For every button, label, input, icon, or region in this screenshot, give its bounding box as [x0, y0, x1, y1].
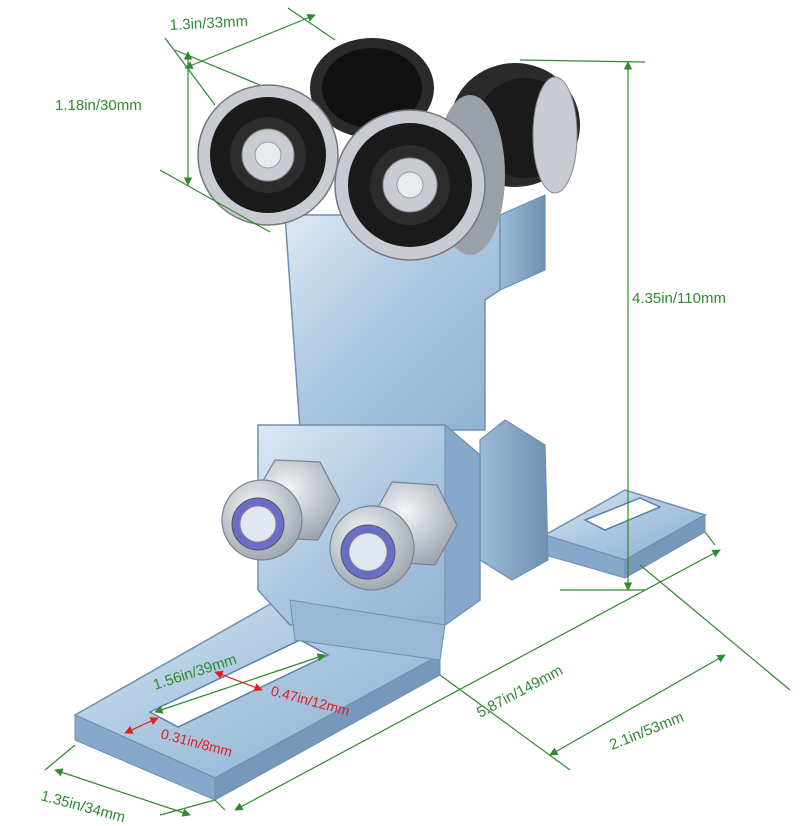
dimension-arrow-icon [214, 670, 263, 692]
dimension-arrow-icon [234, 549, 721, 811]
label-base-length: 5.87in/149mm [474, 662, 566, 722]
vertical-bracket [257, 194, 549, 661]
rear-slot [583, 497, 662, 531]
bearing-wheel-front-right [334, 95, 505, 261]
rear-base-plate [543, 489, 707, 579]
label-wheel-diameter: 1.18in/30mm [55, 97, 142, 114]
red-dimension-lines [124, 670, 263, 734]
dimension-arrow-icon [124, 717, 159, 734]
dimension-arrow-icon [54, 768, 191, 817]
label-foot-width: 1.35in/34mm [39, 787, 127, 826]
label-total-height: 4.35in/110mm [632, 290, 726, 307]
bearing-wheel-front-left [197, 84, 339, 226]
label-wheel-width: 1.3in/33mm [169, 13, 248, 34]
dimension-arrow-icon [184, 13, 316, 70]
hex-nut-left [221, 459, 341, 561]
dimension-arrow-icon [549, 654, 726, 756]
